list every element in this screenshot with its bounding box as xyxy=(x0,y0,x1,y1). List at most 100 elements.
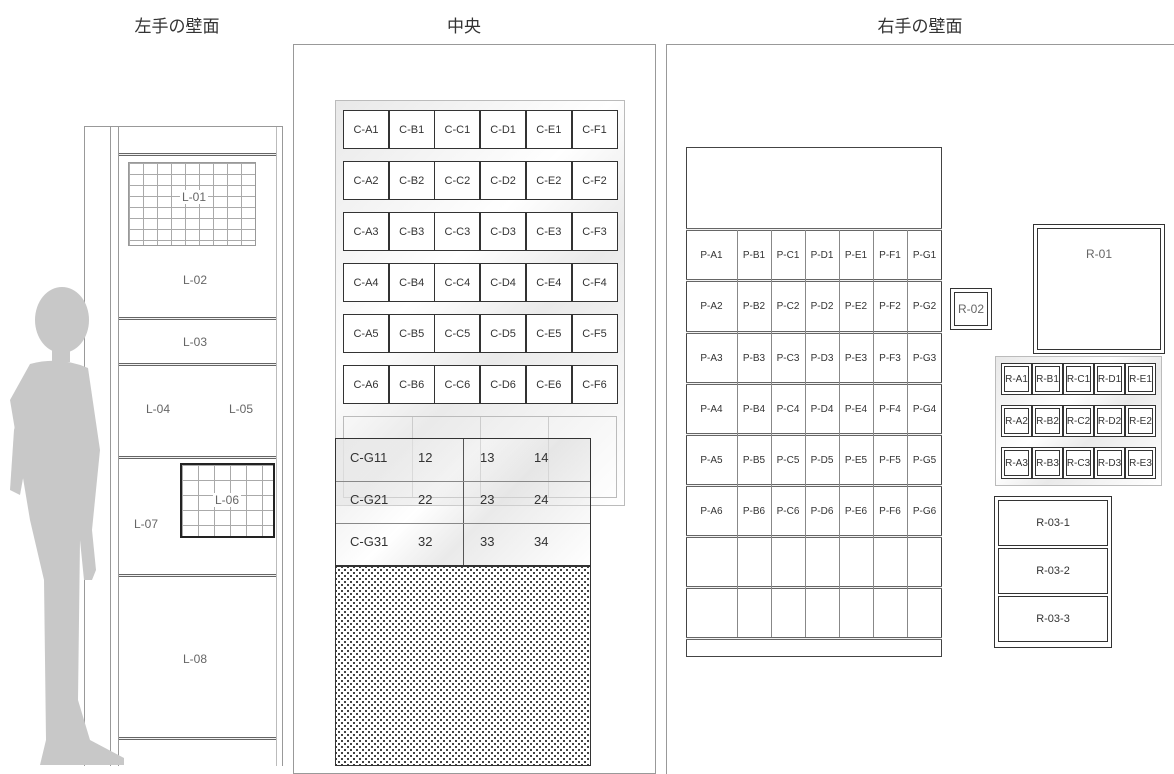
shelf-cell-p-b2[interactable]: P-B2 xyxy=(742,300,766,312)
g-cell-12[interactable]: 12 xyxy=(418,450,433,465)
shelf-cell-c-f6[interactable]: C-F6 xyxy=(571,365,618,404)
shelf-cell-r-03-2[interactable]: R-03-2 xyxy=(998,548,1108,594)
shelf-cell-r-03-3[interactable]: R-03-3 xyxy=(998,596,1108,642)
shelf-cell-c-e2[interactable]: C-E2 xyxy=(525,161,572,200)
shelf-cell-c-a1[interactable]: C-A1 xyxy=(343,110,389,149)
shelf-cell-p-d1[interactable]: P-D1 xyxy=(810,249,834,261)
shelf-cell-p-e2[interactable]: P-E2 xyxy=(844,300,868,312)
shelf-cell-p-e4[interactable]: P-E4 xyxy=(844,403,868,415)
shelf-cell-p-b4[interactable]: P-B4 xyxy=(742,403,766,415)
shelf-cell-c-f1[interactable]: C-F1 xyxy=(571,110,618,149)
shelf-cell-p-e3[interactable]: P-E3 xyxy=(844,352,868,364)
r-02-panel[interactable] xyxy=(950,288,992,330)
shelf-cell-p-b6[interactable]: P-B6 xyxy=(742,505,766,517)
shelf-cell-r-d1[interactable]: R-D1 xyxy=(1094,363,1125,395)
shelf-cell-p-c4[interactable]: P-C4 xyxy=(776,403,800,415)
l-01-grid-panel[interactable] xyxy=(128,162,256,246)
shelf-cell-c-f4[interactable]: C-F4 xyxy=(571,263,618,302)
shelf-cell-c-a2[interactable]: C-A2 xyxy=(343,161,389,200)
shelf-cell-p-f2[interactable]: P-F2 xyxy=(879,300,901,312)
shelf-cell-r-e3[interactable]: R-E3 xyxy=(1125,447,1156,479)
shelf-cell-c-c5[interactable]: C-C5 xyxy=(434,314,481,353)
shelf-cell-r-c3[interactable]: R-C3 xyxy=(1063,447,1094,479)
g-cell-14[interactable]: 14 xyxy=(534,450,549,465)
shelf-cell-r-d2[interactable]: R-D2 xyxy=(1094,405,1125,437)
shelf-cell-c-c2[interactable]: C-C2 xyxy=(434,161,481,200)
shelf-cell-r-a3[interactable]: R-A3 xyxy=(1001,447,1032,479)
shelf-cell-r-c1[interactable]: R-C1 xyxy=(1063,363,1094,395)
shelf-cell-p-d2[interactable]: P-D2 xyxy=(810,300,834,312)
shelf-cell-p-b1[interactable]: P-B1 xyxy=(742,249,766,261)
shelf-cell-r-b1[interactable]: R-B1 xyxy=(1032,363,1063,395)
shelf-cell-r-e2[interactable]: R-E2 xyxy=(1125,405,1156,437)
shelf-cell-p-b3[interactable]: P-B3 xyxy=(742,352,766,364)
shelf-cell-p-d6[interactable]: P-D6 xyxy=(810,505,834,517)
shelf-cell-r-b3[interactable]: R-B3 xyxy=(1032,447,1063,479)
shelf-cell-p-d3[interactable]: P-D3 xyxy=(810,352,834,364)
g-cell-c-g31[interactable]: C-G31 xyxy=(350,534,389,549)
shelf-cell-r-a1[interactable]: R-A1 xyxy=(1001,363,1032,395)
shelf-cell-p-g1[interactable]: P-G1 xyxy=(912,249,937,261)
shelf-cell-p-a2[interactable]: P-A2 xyxy=(700,300,723,312)
shelf-cell-p-a5[interactable]: P-A5 xyxy=(700,454,723,466)
shelf-cell-c-f2[interactable]: C-F2 xyxy=(571,161,618,200)
shelf-cell-c-e6[interactable]: C-E6 xyxy=(525,365,572,404)
shelf-cell-c-d5[interactable]: C-D5 xyxy=(480,314,527,353)
shelf-cell-c-c3[interactable]: C-C3 xyxy=(434,212,481,251)
shelf-cell-p-g2[interactable]: P-G2 xyxy=(912,300,937,312)
shelf-cell-r-e1[interactable]: R-E1 xyxy=(1125,363,1156,395)
shelf-cell-c-d1[interactable]: C-D1 xyxy=(480,110,527,149)
shelf-cell-p-e1[interactable]: P-E1 xyxy=(844,249,868,261)
g-cell-c-g21[interactable]: C-G21 xyxy=(350,492,389,507)
shelf-cell-p-a6[interactable]: P-A6 xyxy=(700,505,723,517)
shelf-cell-c-c4[interactable]: C-C4 xyxy=(434,263,481,302)
shelf-cell-p-c1[interactable]: P-C1 xyxy=(776,249,800,261)
g-cell-32[interactable]: 32 xyxy=(418,534,433,549)
shelf-cell-c-d6[interactable]: C-D6 xyxy=(480,365,527,404)
shelf-cell-c-b6[interactable]: C-B6 xyxy=(388,365,435,404)
shelf-cell-c-e5[interactable]: C-E5 xyxy=(525,314,572,353)
shelf-cell-c-d3[interactable]: C-D3 xyxy=(480,212,527,251)
shelf-cell-p-f1[interactable]: P-F1 xyxy=(879,249,901,261)
r-01-panel[interactable] xyxy=(1033,224,1165,354)
shelf-cell-c-e1[interactable]: C-E1 xyxy=(525,110,572,149)
shelf-cell-c-d2[interactable]: C-D2 xyxy=(480,161,527,200)
shelf-cell-c-d4[interactable]: C-D4 xyxy=(480,263,527,302)
shelf-cell-c-c1[interactable]: C-C1 xyxy=(434,110,481,149)
g-cell-c-g11[interactable]: C-G11 xyxy=(350,450,388,465)
shelf-cell-c-a5[interactable]: C-A5 xyxy=(343,314,389,353)
shelf-cell-c-f3[interactable]: C-F3 xyxy=(571,212,618,251)
shelf-cell-p-a1[interactable]: P-A1 xyxy=(700,249,723,261)
shelf-cell-p-e6[interactable]: P-E6 xyxy=(844,505,868,517)
shelf-cell-p-g6[interactable]: P-G6 xyxy=(912,505,937,517)
g-cell-24[interactable]: 24 xyxy=(534,492,549,507)
shelf-cell-c-b3[interactable]: C-B3 xyxy=(388,212,435,251)
shelf-cell-c-e3[interactable]: C-E3 xyxy=(525,212,572,251)
shelf-cell-p-g5[interactable]: P-G5 xyxy=(912,454,937,466)
shelf-cell-c-a3[interactable]: C-A3 xyxy=(343,212,389,251)
shelf-cell-p-g4[interactable]: P-G4 xyxy=(912,403,937,415)
shelf-cell-p-d5[interactable]: P-D5 xyxy=(810,454,834,466)
shelf-cell-p-d4[interactable]: P-D4 xyxy=(810,403,834,415)
shelf-cell-r-a2[interactable]: R-A2 xyxy=(1001,405,1032,437)
shelf-cell-c-b5[interactable]: C-B5 xyxy=(388,314,435,353)
shelf-cell-p-f6[interactable]: P-F6 xyxy=(879,505,901,517)
shelf-cell-c-c6[interactable]: C-C6 xyxy=(434,365,481,404)
shelf-cell-p-f4[interactable]: P-F4 xyxy=(879,403,901,415)
shelf-cell-c-b2[interactable]: C-B2 xyxy=(388,161,435,200)
shelf-cell-c-b4[interactable]: C-B4 xyxy=(388,263,435,302)
shelf-cell-p-a3[interactable]: P-A3 xyxy=(700,352,723,364)
shelf-cell-r-b2[interactable]: R-B2 xyxy=(1032,405,1063,437)
shelf-cell-p-c6[interactable]: P-C6 xyxy=(776,505,800,517)
shelf-cell-p-f3[interactable]: P-F3 xyxy=(879,352,901,364)
shelf-cell-r-c2[interactable]: R-C2 xyxy=(1063,405,1094,437)
shelf-cell-r-03-1[interactable]: R-03-1 xyxy=(998,500,1108,546)
shelf-cell-p-b5[interactable]: P-B5 xyxy=(742,454,766,466)
shelf-cell-c-f5[interactable]: C-F5 xyxy=(571,314,618,353)
g-cell-23[interactable]: 23 xyxy=(480,492,495,507)
shelf-cell-p-f5[interactable]: P-F5 xyxy=(879,454,901,466)
shelf-cell-c-e4[interactable]: C-E4 xyxy=(525,263,572,302)
shelf-cell-p-c2[interactable]: P-C2 xyxy=(776,300,800,312)
shelf-cell-p-e5[interactable]: P-E5 xyxy=(844,454,868,466)
shelf-cell-c-a4[interactable]: C-A4 xyxy=(343,263,389,302)
